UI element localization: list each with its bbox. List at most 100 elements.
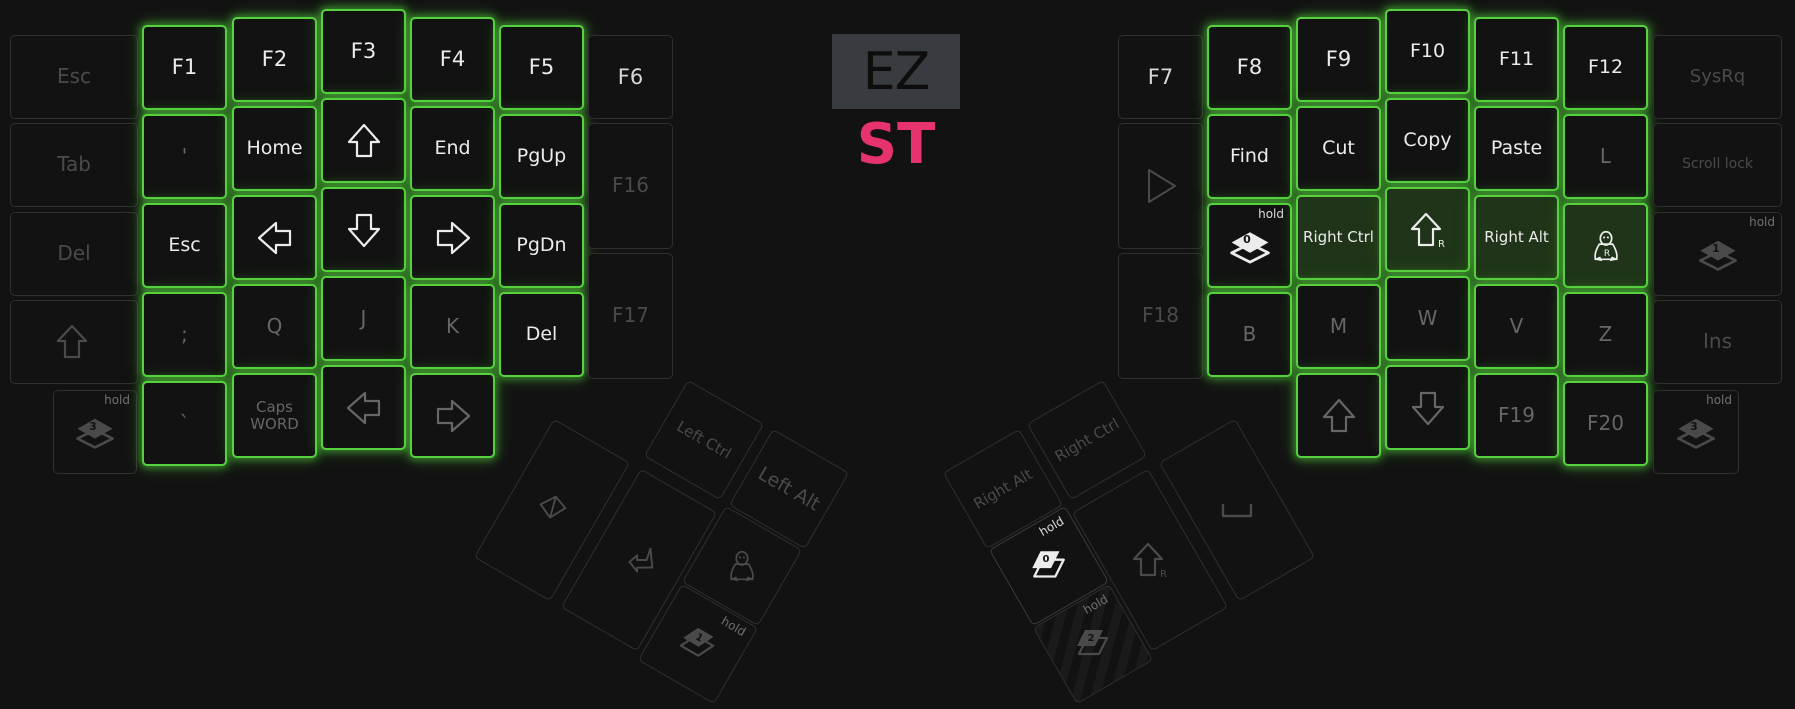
key-down-arrow[interactable] [321,187,406,272]
key-end[interactable]: End [410,106,495,191]
key-m[interactable]: M [1296,284,1381,369]
key-f19[interactable]: F19 [1474,373,1559,458]
key-left-arrow-bottom[interactable] [321,365,406,450]
svg-text:0: 0 [1243,233,1251,246]
key-f17[interactable]: F17 [588,253,673,379]
key-j[interactable]: J [321,276,406,361]
key-right-arrow-bottom[interactable] [410,373,495,458]
key-label: Left Ctrl [673,417,735,463]
left-shift-icon [54,322,94,362]
key-ins[interactable]: Ins [1653,300,1782,384]
key-thumb-right-shift[interactable]: R [1071,468,1229,652]
key-label: Cut [1322,137,1355,160]
key-left-shift[interactable] [10,300,138,384]
up-arrow-icon [1319,396,1359,436]
key-play[interactable] [1118,123,1203,249]
key-label: Left Alt [754,462,824,516]
key-label: Esc [168,234,201,257]
key-paste[interactable]: Paste [1474,106,1559,191]
key-right-ctrl[interactable]: Right Ctrl [1296,195,1381,280]
key-f6[interactable]: F6 [588,35,673,119]
key-del[interactable]: Del [499,292,584,377]
key-left-esc[interactable]: Esc [142,203,227,288]
layer-3-hold-icon: 3 [1674,410,1718,454]
key-label: F12 [1587,56,1624,79]
key-f5[interactable]: F5 [499,25,584,110]
hold-label: hold [1706,393,1732,407]
key-label: SysRq [1689,66,1746,88]
key-l[interactable]: L [1563,114,1648,199]
key-f3[interactable]: F3 [321,9,406,94]
key-f8[interactable]: F8 [1207,25,1292,110]
key-label: Right Ctrl [1303,228,1374,247]
key-label: Scroll lock [1681,156,1754,173]
logo-st: ST [856,111,936,177]
key-down-arrow-right[interactable] [1385,365,1470,450]
key-pgdn[interactable]: PgDn [499,203,584,288]
play-icon [1141,166,1181,206]
key-v[interactable]: V [1474,284,1559,369]
key-right-shift[interactable]: R [1385,187,1470,272]
key-f16[interactable]: F16 [588,123,673,249]
key-copy[interactable]: Copy [1385,98,1470,183]
key-left-outer-esc[interactable]: Esc [10,35,138,119]
key-f2[interactable]: F2 [232,17,317,102]
key-label: F2 [261,47,288,72]
key-up-arrow[interactable] [321,98,406,183]
key-semicolon[interactable]: ; [142,292,227,377]
key-k[interactable]: K [410,284,495,369]
key-f18[interactable]: F18 [1118,253,1203,379]
key-pgup[interactable]: PgUp [499,114,584,199]
key-b[interactable]: B [1207,292,1292,377]
key-label: Right Alt [1484,228,1549,247]
svg-text:0: 0 [1043,554,1050,565]
key-right-arrow[interactable] [410,195,495,280]
key-f11[interactable]: F11 [1474,17,1559,102]
key-label: F3 [350,39,377,64]
key-left-outer-tab[interactable]: Tab [10,123,138,207]
key-grave[interactable]: ` [142,381,227,466]
key-f9[interactable]: F9 [1296,17,1381,102]
key-scroll-lock[interactable]: Scroll lock [1653,123,1782,207]
down-arrow-icon [344,210,384,250]
key-label: ` [179,410,190,435]
svg-text:R: R [1438,239,1445,250]
key-label: Right Alt [970,464,1036,513]
space-icon [1217,490,1257,530]
key-right-layer-3-hold[interactable]: 3 hold [1653,390,1739,474]
key-sysrq[interactable]: SysRq [1653,35,1782,119]
key-label: Z [1598,321,1613,346]
key-f12[interactable]: F12 [1563,25,1648,110]
key-label: F18 [1142,303,1179,328]
key-label: PgUp [516,145,567,168]
key-label: W [1417,305,1438,330]
key-label: Esc [56,64,92,89]
layer-1-hold-icon: 1 [671,617,726,672]
key-f4[interactable]: F4 [410,17,495,102]
key-label: J [360,305,367,330]
key-left-arrow[interactable] [232,195,317,280]
key-q[interactable]: Q [232,284,317,369]
key-up-arrow-right[interactable] [1296,373,1381,458]
key-right-alt[interactable]: Right Alt [1474,195,1559,280]
key-z[interactable]: Z [1563,292,1648,377]
left-arrow-icon [255,218,295,258]
key-home[interactable]: Home [232,106,317,191]
key-f1[interactable]: F1 [142,25,227,110]
key-caps-word[interactable]: Caps WORD [232,373,317,458]
key-apostrophe[interactable]: ' [142,114,227,199]
key-w[interactable]: W [1385,276,1470,361]
key-f20[interactable]: F20 [1563,381,1648,466]
key-f7[interactable]: F7 [1118,35,1203,119]
key-f10[interactable]: F10 [1385,9,1470,94]
key-find[interactable]: Find [1207,114,1292,199]
key-cut[interactable]: Cut [1296,106,1381,191]
key-left-outer-del[interactable]: Del [10,212,138,296]
key-linux[interactable]: R [1563,203,1648,288]
